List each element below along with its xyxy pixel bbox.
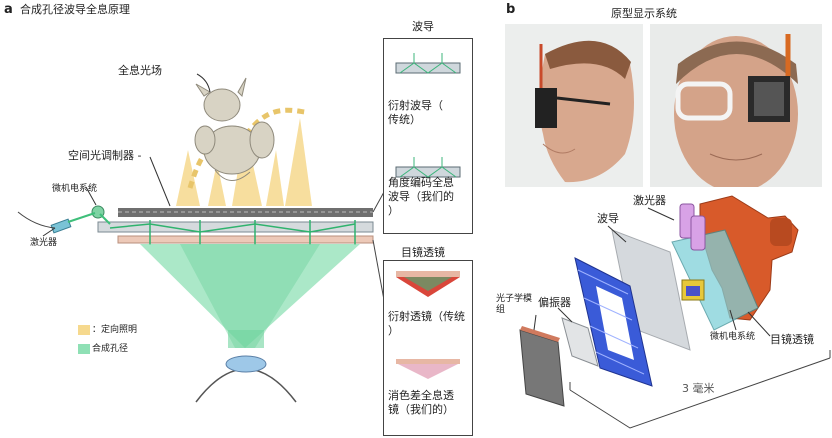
waveguide-comparison-box <box>383 38 473 234</box>
panel-a-title: 合成孔径波导全息原理 <box>20 3 130 16</box>
laser-label: 激光器 <box>30 238 58 248</box>
scale-label: 3 毫米 <box>682 382 715 395</box>
legend-swatch-illumination <box>78 325 90 335</box>
slm-label: 空间光调制器 - <box>68 149 142 162</box>
connector-waveguide <box>372 191 385 213</box>
white-frame-icon <box>675 81 733 121</box>
waveguide-box-title: 波导 <box>412 20 434 33</box>
diffractive-lens-icon <box>396 271 460 277</box>
eyepiece-label-b: 目镜透镜 <box>770 333 814 346</box>
mems-label-b: 微机电系统 <box>710 332 756 342</box>
panel-b-title: 原型显示系统 <box>611 7 677 20</box>
scale-bar <box>569 357 831 429</box>
polarizer-icon <box>561 317 599 367</box>
waveguide-traditional-label: 衍射波导（ 传统） <box>388 99 443 126</box>
aperture-cone <box>140 244 360 348</box>
lens-ours-label: 消色差全息透 镜（我们的） <box>388 389 454 416</box>
prototype-side-photo <box>505 24 643 187</box>
achromatic-lens-icon <box>396 359 460 364</box>
eye-icon <box>195 368 297 403</box>
laser-module-icon <box>679 203 706 251</box>
eyepiece-plate <box>117 235 374 244</box>
exploded-render <box>519 195 831 429</box>
legend-swatch-aperture <box>78 344 90 354</box>
side-display-module-icon <box>535 88 557 128</box>
photonics-label: 光子学模 组 <box>496 294 533 315</box>
waveguide-ours-label: 角度编码全息 波导（我们的 ） <box>388 176 454 217</box>
hologram-label: 全息光场 <box>118 64 162 77</box>
legend-aperture-label: 合成孔径 <box>92 344 129 354</box>
legend-illumination-label: ：定向照明 <box>92 325 138 335</box>
panel-a: a 合成孔径波导全息原理 <box>4 2 473 436</box>
photonics-module-icon <box>519 329 565 407</box>
prototype-front-photo <box>650 24 822 187</box>
slm-pointer <box>149 156 171 207</box>
dragon-hologram-icon <box>194 77 275 181</box>
lens-box-title: 目镜透镜 <box>401 246 445 259</box>
lens-comparison-box <box>383 260 473 436</box>
mems-label: 微机电系统 <box>52 184 98 194</box>
panel-a-letter: a <box>4 2 13 17</box>
connector-lens <box>372 239 385 301</box>
lens-traditional-label: 衍射透镜（传统 ） <box>388 310 465 337</box>
diffractive-waveguide-icon <box>395 62 461 74</box>
eyepiece-lens-icon <box>671 229 759 331</box>
panel-b-letter: b <box>506 2 516 17</box>
waveguide-arrows <box>109 220 356 245</box>
polarizer-label: 偏振器 <box>538 296 571 309</box>
waveguide-label: 波导 <box>597 212 619 225</box>
laser-icon <box>17 211 72 234</box>
laser-label-b: 激光器 <box>633 194 666 207</box>
panel-a-diagram <box>17 73 385 403</box>
panel-b: b 原型显示系统 <box>496 0 832 438</box>
